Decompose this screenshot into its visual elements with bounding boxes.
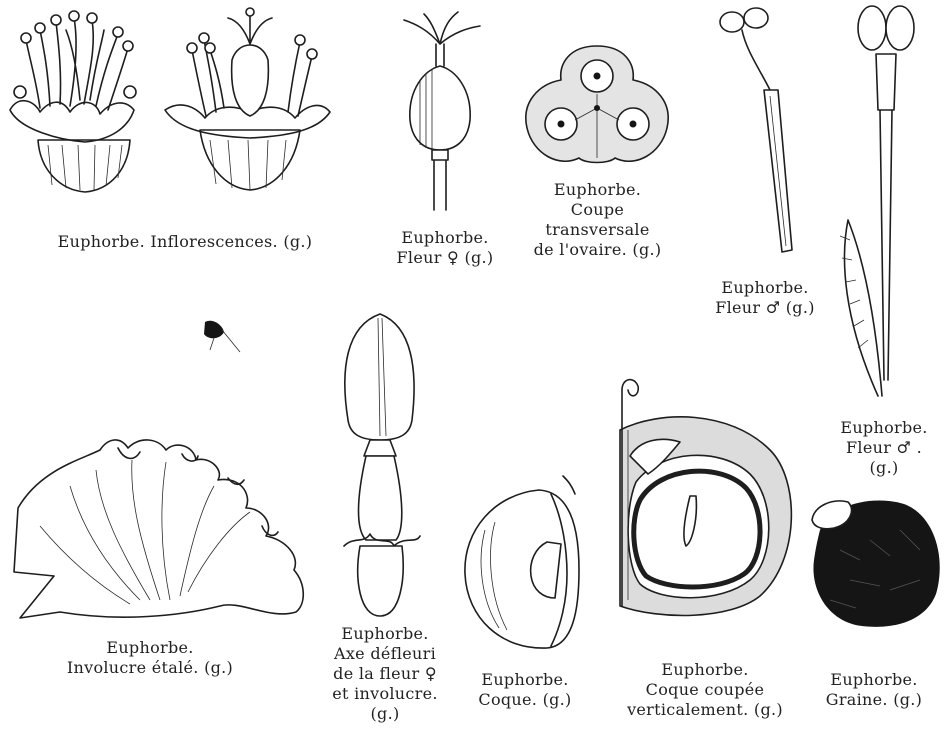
coupe-ovaire-caption: Euphorbe. Coupe transversale de l'ovaire… — [515, 180, 680, 260]
axe-defleuri-figure: Euphorbe. Axe défleuri de la fleur ♀ et … — [320, 300, 450, 754]
involucre-figure: Euphorbe. Involucre étalé. (g.) — [0, 300, 320, 700]
coque-coupee-illustration — [600, 370, 810, 620]
graine-figure: Euphorbe. Graine. (g.) — [800, 490, 948, 730]
coupe-ovaire-illustration — [515, 40, 680, 170]
inflorescences-caption: Euphorbe. Inflorescences. (g.) — [30, 232, 340, 252]
fleur-male-1-illustration — [690, 0, 840, 260]
coque-caption: Euphorbe. Coque. (g.) — [455, 670, 595, 710]
fleur-male-1-caption: Euphorbe. Fleur ♂ (g.) — [690, 278, 840, 318]
coque-figure: Euphorbe. Coque. (g.) — [455, 470, 595, 720]
involucre-illustration — [0, 300, 320, 630]
fleur-femelle-figure: Euphorbe. Fleur ♀ (g.) — [380, 0, 510, 280]
coque-coupee-caption: Euphorbe. Coque coupée verticalement. (g… — [600, 660, 810, 720]
fleur-male-2-figure: Euphorbe. Fleur ♂ . (g.) — [820, 0, 948, 495]
involucre-caption: Euphorbe. Involucre étalé. (g.) — [40, 638, 260, 678]
inflorescences-figure: Euphorbe. Inflorescences. (g.) — [0, 0, 330, 200]
axe-defleuri-caption: Euphorbe. Axe défleuri de la fleur ♀ et … — [320, 624, 450, 724]
graine-caption: Euphorbe. Graine. (g.) — [800, 670, 948, 710]
coque-illustration — [455, 470, 595, 660]
fleur-male-1-figure: Euphorbe. Fleur ♂ (g.) — [690, 0, 840, 330]
coque-coupee-figure: Euphorbe. Coque coupée verticalement. (g… — [600, 370, 810, 730]
inflorescences-illustration — [0, 0, 330, 200]
fleur-male-2-caption: Euphorbe. Fleur ♂ . (g.) — [820, 418, 948, 478]
fleur-femelle-caption: Euphorbe. Fleur ♀ (g.) — [380, 228, 510, 268]
graine-illustration — [800, 490, 948, 630]
fleur-femelle-illustration — [380, 0, 510, 215]
axe-defleuri-illustration — [320, 300, 450, 625]
coupe-ovaire-figure: Euphorbe. Coupe transversale de l'ovaire… — [515, 40, 680, 280]
fleur-male-2-illustration — [820, 0, 948, 410]
